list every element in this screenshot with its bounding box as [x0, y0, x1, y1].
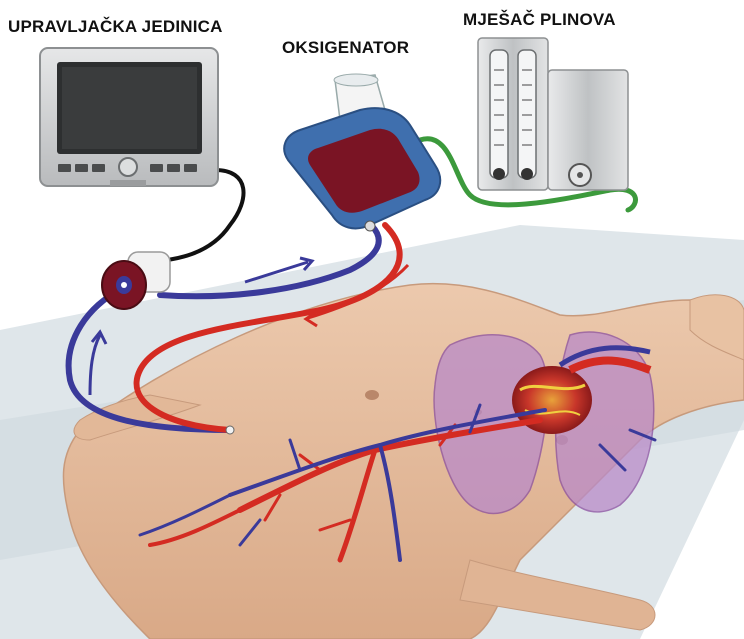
control-unit-knob: [119, 158, 137, 176]
cannula-connector: [226, 426, 234, 434]
oxygenator: [284, 74, 440, 231]
control-unit-label: UPRAVLJAČKA JEDINICA: [8, 17, 223, 37]
gas-mixer-label: MJEŠAČ PLINOVA: [463, 10, 616, 30]
control-unit: [40, 48, 218, 186]
oxygenator-label: OKSIGENATOR: [282, 38, 409, 58]
gas-mixer: [478, 38, 628, 190]
